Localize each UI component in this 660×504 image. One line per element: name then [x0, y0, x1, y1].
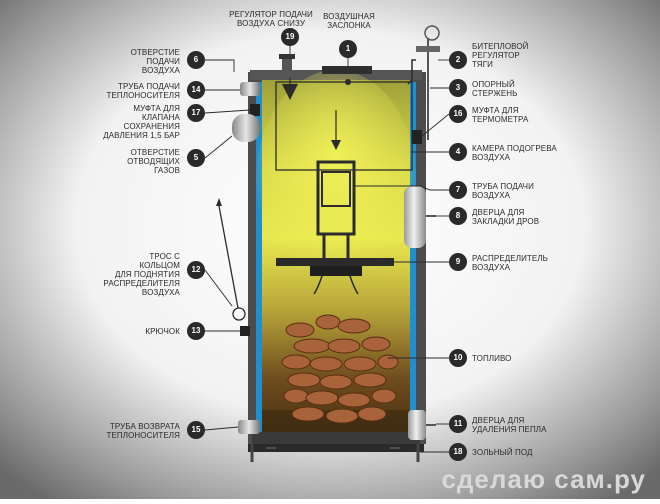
air-distributor-hub [310, 266, 362, 276]
cable-arrow [216, 198, 222, 206]
marker-3: 3 [449, 79, 467, 97]
marker-8: 8 [449, 207, 467, 225]
thermometer-sleeve [412, 130, 422, 144]
label-firewood-door: Дверца для закладки дров [472, 208, 540, 226]
marker-18: 18 [449, 443, 467, 461]
distributor-flow-left [313, 275, 323, 295]
marker-6: 6 [187, 51, 205, 69]
label-hook: Крючок [145, 327, 180, 336]
marker-11: 11 [449, 415, 467, 433]
label-pressure-valve-sleeve: Муфта для клапана сохранения давления 1,… [103, 104, 180, 140]
boiler-base [252, 432, 420, 444]
marker-4: 4 [449, 143, 467, 161]
draft-chain [407, 59, 416, 85]
label-air-inlet-hole: Отверстие подачи воздуха [130, 48, 180, 75]
marker-5: 5 [187, 149, 205, 167]
watermark: сделаю сам.ру [441, 464, 646, 494]
leader-lines [204, 44, 450, 453]
label-return-pipe: Труба возврата теплоносителя [106, 422, 180, 440]
marker-15: 15 [187, 421, 205, 439]
label-lower-air-regulator: Регулятор подачи воздуха снизу [229, 10, 313, 28]
water-jacket-right [410, 82, 416, 432]
label-ash-pit: Зольный под [472, 448, 533, 457]
label-air-damper: Воздушная заслонка [323, 12, 375, 30]
label-air-heating-chamber: Камера подогрева воздуха [472, 144, 557, 162]
firewood-door [404, 186, 426, 248]
ash-door [408, 410, 426, 440]
chamber-glow [256, 70, 416, 290]
cable [218, 205, 239, 309]
air-inlet-hole [345, 79, 351, 85]
flow-arrow-center-head [331, 140, 341, 150]
distributor-flow-right [349, 275, 359, 295]
air-distributor-plate [276, 258, 394, 266]
air-feed-pipe [316, 160, 356, 236]
cable-ring [232, 307, 246, 321]
lower-air-regulator-cap [279, 54, 295, 59]
hook [240, 326, 250, 336]
label-support-rod: Опорный стержень [472, 80, 518, 98]
flow-arrow-left-head [282, 84, 298, 100]
marker-13: 13 [187, 322, 205, 340]
draft-regulator [416, 46, 440, 52]
return-pipe [238, 420, 260, 434]
pressure-valve-sleeve [250, 104, 260, 116]
label-cable-with-ring: Трос с кольцом для поднятия распределите… [103, 252, 180, 297]
firewood [281, 314, 399, 424]
marker-7: 7 [449, 181, 467, 199]
label-fuel: Топливо [472, 354, 512, 363]
label-supply-pipe: Труба подачи теплоносителя [106, 82, 180, 100]
marker-19: 19 [281, 28, 299, 46]
marker-9: 9 [449, 253, 467, 271]
label-flue-gas-outlet: Отверстие отводящих газов [127, 148, 180, 175]
ash-pan [248, 444, 424, 452]
lower-air-regulator [282, 56, 292, 76]
label-draft-regulator: Битепловой регулятор тяги [472, 42, 529, 69]
marker-14: 14 [187, 81, 205, 99]
marker-10: 10 [449, 349, 467, 367]
label-thermometer-sleeve: Муфта для термометра [472, 106, 529, 124]
marker-2: 2 [449, 51, 467, 69]
air-feed-pipe-inner [321, 171, 351, 207]
water-jacket-left [256, 82, 262, 432]
supply-pipe [240, 82, 260, 96]
regulator-knob [424, 25, 440, 41]
marker-1: 1 [339, 40, 357, 58]
flue-gas-outlet [232, 114, 260, 142]
air-damper [322, 66, 372, 74]
label-air-feed-pipe: Труба подачи воздуха [472, 182, 534, 200]
air-heating-chamber-outline [275, 81, 413, 171]
marker-12: 12 [187, 261, 205, 279]
label-air-distributor: Распределитель воздуха [472, 254, 549, 272]
label-ash-door: Дверца для удаления пепла [472, 416, 547, 434]
marker-17: 17 [187, 104, 205, 122]
marker-16: 16 [449, 105, 467, 123]
